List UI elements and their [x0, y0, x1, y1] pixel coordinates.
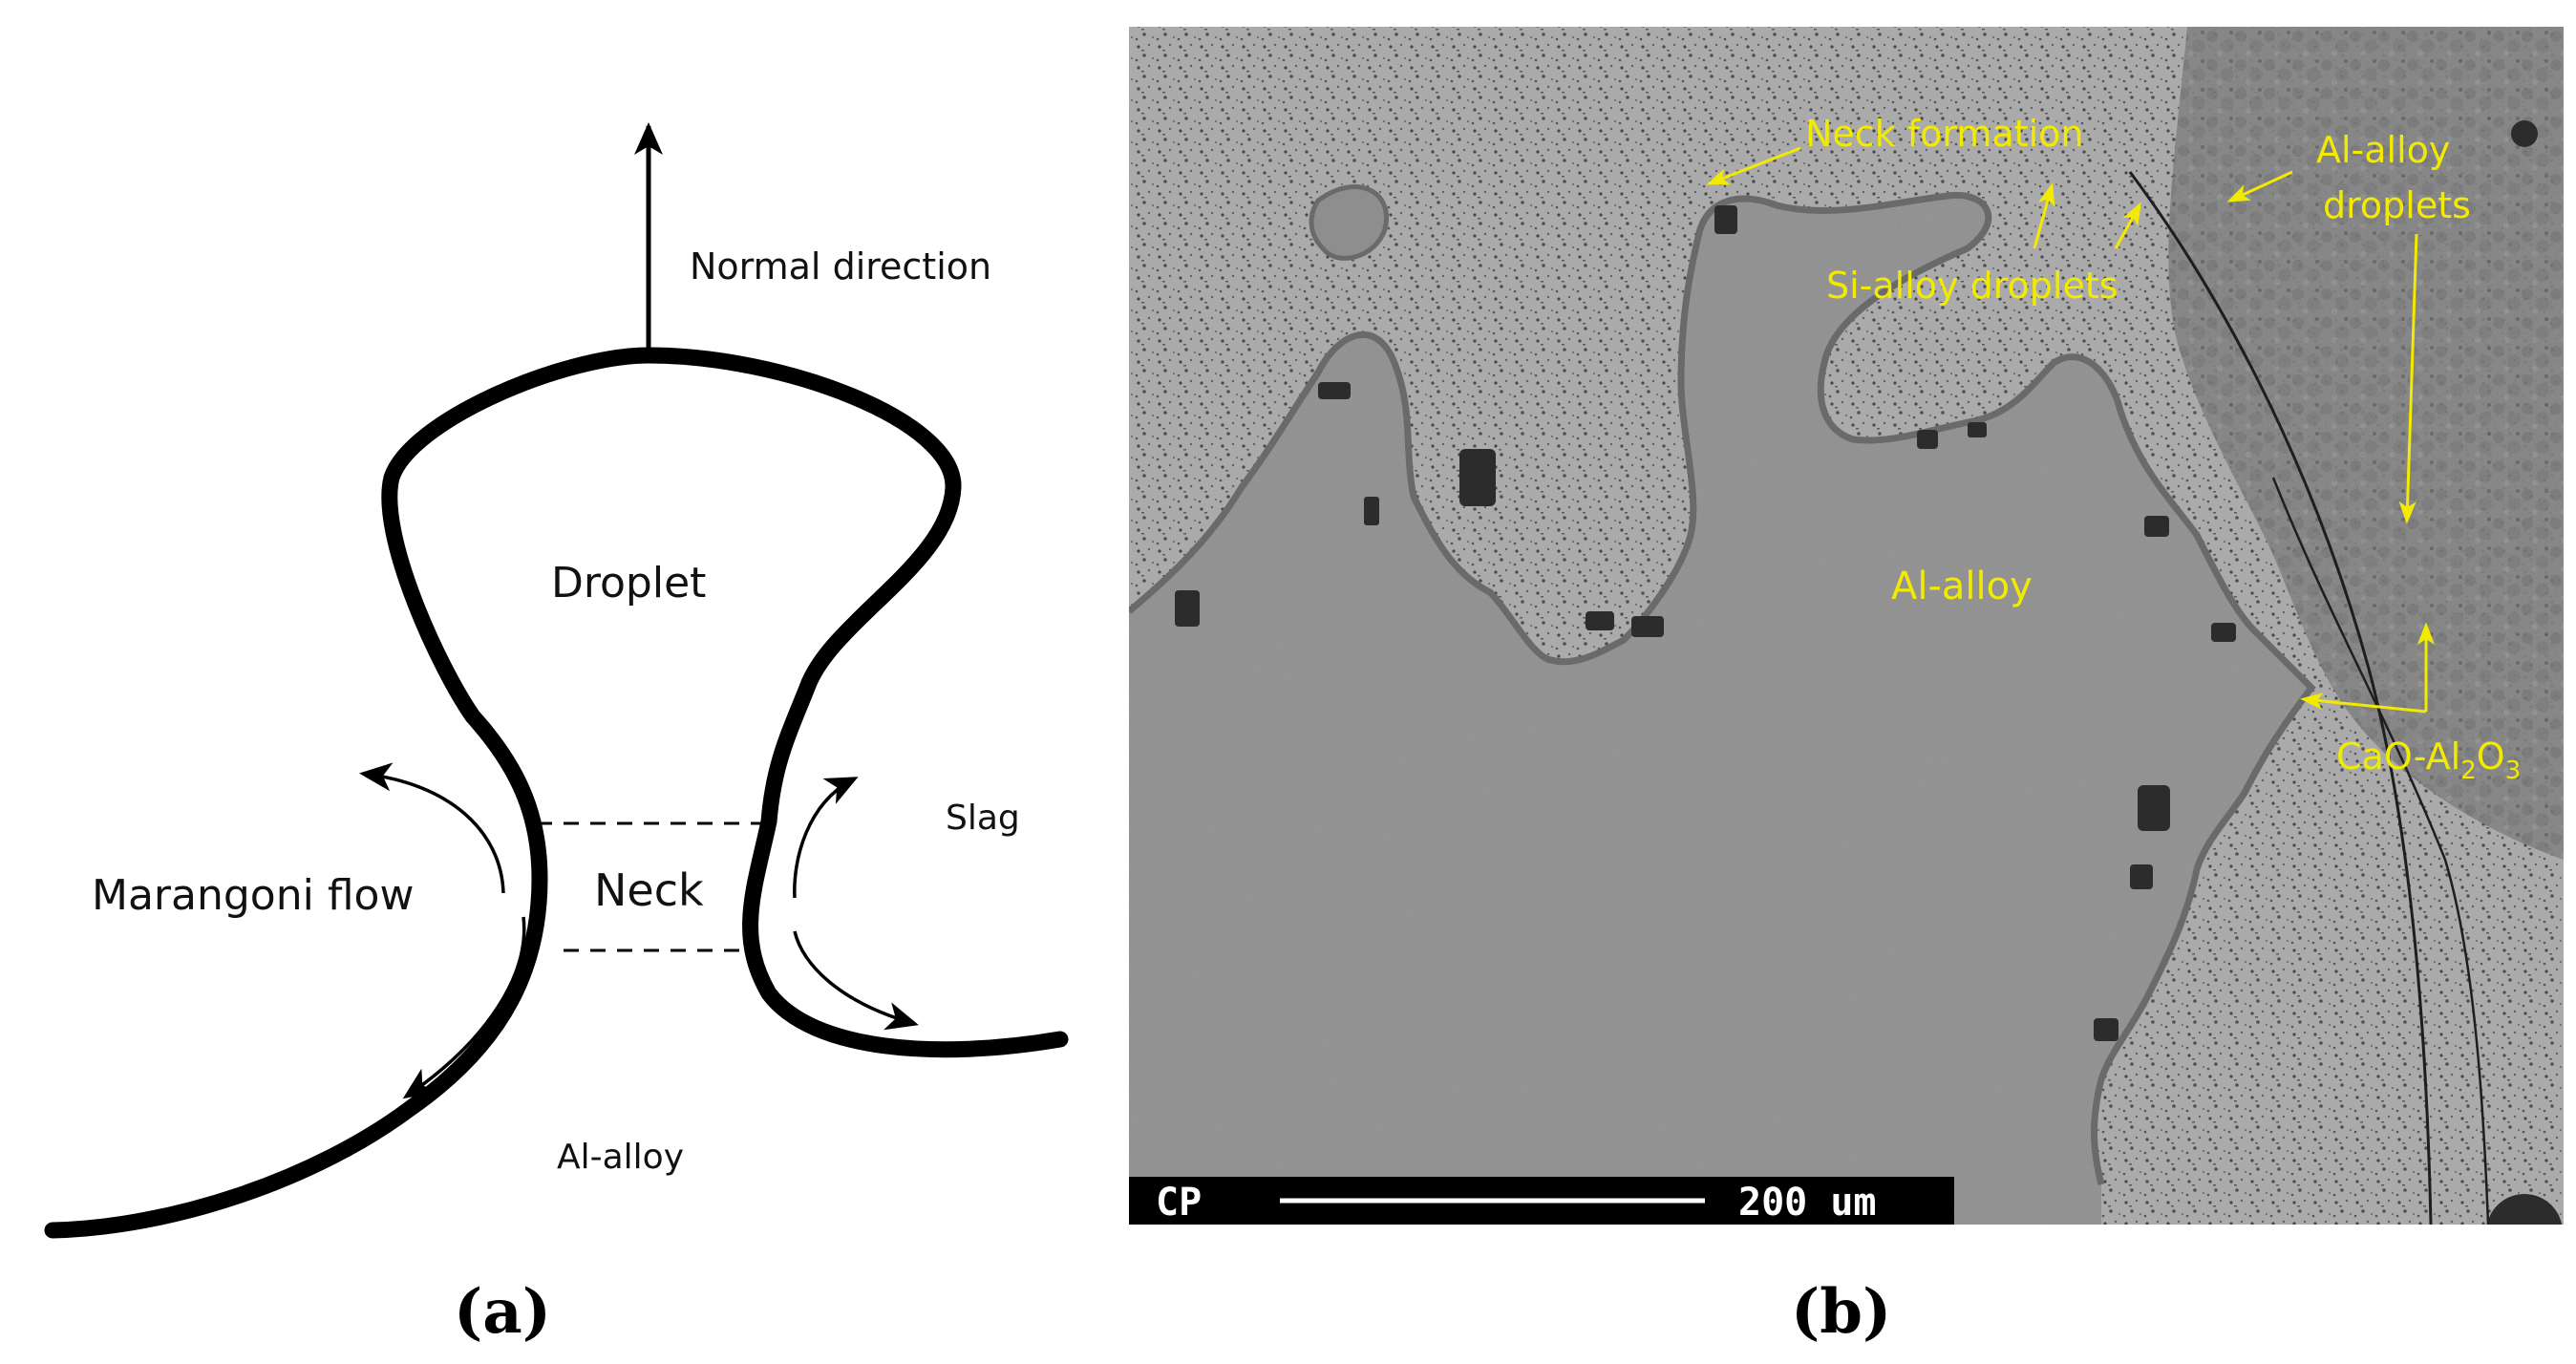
interface-rim [1129, 191, 2316, 1185]
panel-b-caption: (b) [1791, 1276, 1891, 1348]
al-alloy-label-b: Al-alloy [1891, 565, 2033, 608]
panel-a-schematic: Normal direction Droplet Slag Marangoni … [44, 122, 1069, 1348]
al-alloy-droplets-label-1: Al-alloy [2316, 129, 2450, 171]
inclusions [1175, 120, 2563, 1225]
neck-label: Neck [594, 864, 704, 916]
marangoni-arrow-right-up [793, 777, 859, 899]
marangoni-arrow-right-down [793, 930, 919, 1031]
scalebar-mode: CP [1156, 1181, 1202, 1225]
neck-formation-label: Neck formation [1805, 113, 2083, 155]
marangoni-flow-label: Marangoni flow [92, 871, 414, 920]
droplet-interface-outline [640, 347, 1069, 1058]
marangoni-arrow-left-up [359, 762, 505, 894]
droplet-interface-outline-left [44, 347, 657, 1239]
scalebar-value: 200 um [1738, 1181, 1877, 1225]
si-alloy-droplets-label: Si-alloy droplets [1826, 265, 2118, 307]
crack-2 [2271, 477, 2490, 1225]
al-alloy-label-a: Al-alloy [557, 1138, 684, 1177]
crack-1 [2128, 171, 2433, 1225]
cao-al2o3-label: CaO-Al2O3 [2336, 735, 2521, 785]
droplet-label: Droplet [551, 559, 706, 607]
panel-a-caption: (a) [454, 1276, 551, 1348]
slag-label: Slag [946, 799, 1020, 838]
annotation-arrows [1706, 146, 2435, 714]
normal-direction-label: Normal direction [690, 245, 991, 288]
al-alloy-droplets-label-2: droplets [2323, 184, 2471, 226]
panel-b-micrograph: CP 200 um Neck formation Al-alloy drople… [1129, 27, 2564, 1348]
marangoni-arrow-left-down [402, 916, 526, 1099]
neck-island [1309, 184, 1389, 261]
